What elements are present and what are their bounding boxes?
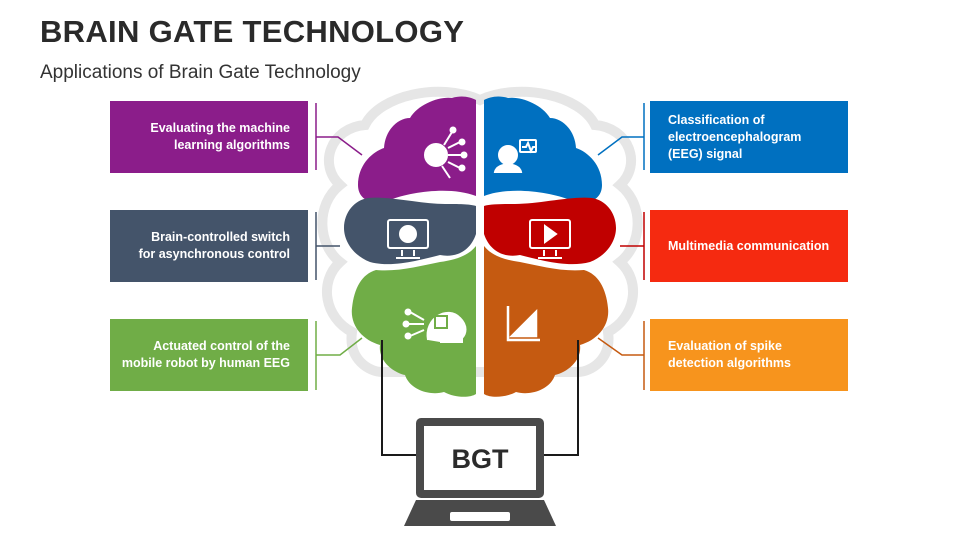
connector-slate [315, 212, 340, 280]
application-box-machine-learning: Evaluating the machine learning algorith… [110, 101, 308, 173]
eeg-doctor-icon [493, 139, 537, 173]
page-title: BRAIN GATE TECHNOLOGY [40, 14, 465, 49]
laptop-icon [404, 418, 556, 526]
ai-head-icon [424, 126, 468, 179]
lobe-purple [358, 96, 476, 203]
application-box-brain-switch: Brain-controlled switch for asynchronous… [110, 210, 308, 282]
lobe-green [351, 246, 476, 397]
brain-outline [317, 86, 643, 377]
wire-right [538, 340, 579, 456]
page-subtitle: Applications of Brain Gate Technology [40, 62, 361, 83]
application-label: Actuated control of the mobile robot by … [121, 339, 290, 370]
application-label: Brain-controlled switch for asynchronous… [138, 230, 290, 261]
multimedia-monitor-icon [529, 219, 571, 259]
application-label: Multimedia communication [668, 238, 830, 253]
connector-orange [597, 321, 645, 390]
application-label: Evaluating the machine learning algorith… [150, 121, 290, 152]
application-label: Classification of electroencephalogram (… [668, 112, 802, 161]
connector-green [315, 321, 363, 390]
lobe-orange [484, 246, 609, 397]
connector-red [620, 212, 645, 280]
application-box-multimedia: Multimedia communication [650, 210, 848, 282]
lobe-blue [484, 96, 602, 203]
laptop-label: BGT [451, 443, 509, 474]
chart-icon [506, 306, 540, 342]
application-box-eeg-classification: Classification of electroencephalogram (… [650, 101, 848, 173]
brain-monitor-icon [387, 219, 429, 259]
connector-blue [597, 103, 645, 170]
application-box-spike-detection: Evaluation of spike detection algorithms [650, 319, 848, 391]
application-box-robot-control: Actuated control of the mobile robot by … [110, 319, 308, 391]
wire-left [381, 340, 422, 456]
chip-head-icon [402, 308, 467, 343]
application-label: Evaluation of spike detection algorithms [668, 339, 791, 370]
connector-purple [315, 103, 363, 170]
